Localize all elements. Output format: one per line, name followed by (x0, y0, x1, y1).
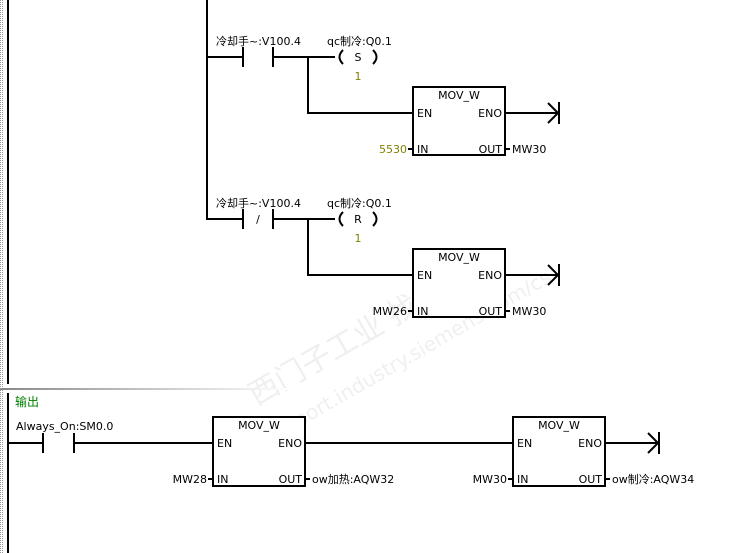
svg-text:OUT: OUT (479, 305, 503, 318)
in-operand[interactable]: MW26 (373, 305, 407, 318)
svg-text:R: R (354, 213, 362, 226)
contact-label: 冷却手~:V100.4 (216, 196, 301, 210)
rung-2[interactable]: 冷却手~:V100.4 qc制冷:Q0.1 / R 1 MOV_W EN ENO… (207, 196, 560, 318)
watermark: 西门子工业 找答案 support.industry.siemens.com/c… (243, 258, 555, 450)
svg-text:IN: IN (417, 305, 428, 318)
svg-text:/: / (256, 213, 260, 226)
network-title[interactable]: 输出 (15, 394, 39, 409)
network-separator (0, 388, 290, 390)
svg-text:EN: EN (417, 107, 432, 120)
svg-text:EN: EN (417, 269, 432, 282)
mov-w-box[interactable]: MOV_W EN ENO IN OUT (412, 86, 506, 156)
svg-text:MOV_W: MOV_W (438, 251, 480, 264)
in-operand[interactable]: MW30 (473, 473, 507, 486)
svg-text:MOV_W: MOV_W (438, 89, 480, 102)
coil-label: qc制冷:Q0.1 (327, 35, 392, 48)
coil-count: 1 (355, 232, 362, 245)
svg-text:OUT: OUT (579, 473, 603, 486)
svg-text:EN: EN (517, 437, 532, 450)
svg-text:IN: IN (417, 143, 428, 156)
svg-text:ENO: ENO (578, 437, 602, 450)
network-2[interactable]: 输出 Always_On:SM0.0 MOV_W EN ENO IN OUT M… (7, 393, 694, 553)
svg-text:ENO: ENO (478, 269, 502, 282)
contact-no[interactable] (242, 47, 274, 67)
mov-w-box[interactable]: MOV_W EN ENO IN OUT (412, 248, 506, 318)
svg-text:OUT: OUT (479, 143, 503, 156)
svg-text:ENO: ENO (278, 437, 302, 450)
in-operand[interactable]: 5530 (379, 143, 407, 156)
coil-label: qc制冷:Q0.1 (327, 197, 392, 210)
contact-label: Always_On:SM0.0 (16, 420, 113, 433)
svg-text:EN: EN (217, 437, 232, 450)
svg-text:OUT: OUT (279, 473, 303, 486)
rung-1[interactable]: 冷却手~:V100.4 qc制冷:Q0.1 S 1 MOV_W EN ENO I… (207, 34, 560, 156)
out-operand[interactable]: ow加热:AQW32 (312, 473, 394, 486)
in-operand[interactable]: MW28 (173, 473, 207, 486)
editor-margin (0, 0, 3, 553)
network-1[interactable]: 冷却手~:V100.4 qc制冷:Q0.1 S 1 MOV_W EN ENO I… (7, 0, 560, 384)
end-arrow-icon (547, 264, 560, 286)
svg-text:ENO: ENO (478, 107, 502, 120)
svg-text:IN: IN (517, 473, 528, 486)
out-operand[interactable]: MW30 (512, 143, 546, 156)
svg-text:IN: IN (217, 473, 228, 486)
coil-set[interactable]: S (338, 49, 378, 65)
end-arrow-icon (547, 102, 560, 124)
svg-text:MOV_W: MOV_W (538, 419, 580, 432)
out-operand[interactable]: MW30 (512, 305, 546, 318)
coil-reset[interactable]: R (338, 211, 378, 227)
out-operand[interactable]: ow制冷:AQW34 (612, 473, 694, 486)
svg-text:S: S (355, 51, 362, 64)
svg-text:MOV_W: MOV_W (238, 419, 280, 432)
mov-w-box-1[interactable]: MOV_W EN ENO IN OUT (212, 416, 306, 487)
contact-nc[interactable]: / (242, 209, 274, 229)
contact-label: 冷却手~:V100.4 (216, 34, 301, 48)
coil-count: 1 (355, 70, 362, 83)
mov-w-box-2[interactable]: MOV_W EN ENO IN OUT (512, 416, 606, 487)
end-arrow-icon (647, 432, 660, 454)
contact-no[interactable] (42, 433, 75, 453)
